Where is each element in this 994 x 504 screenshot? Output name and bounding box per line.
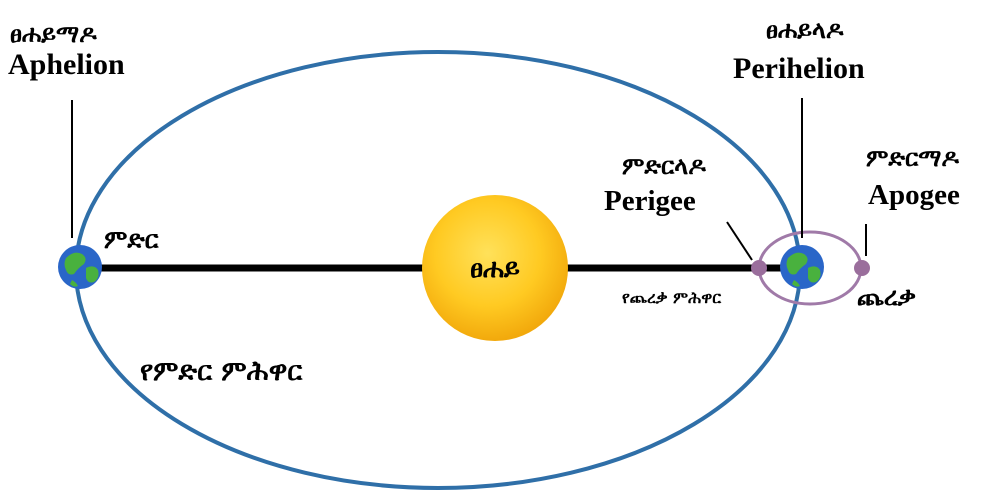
perigee-label-english: Perigee — [604, 185, 696, 217]
apogee-label-geez: ምድርማዶ — [866, 144, 959, 172]
perigee-pointer-line — [726, 221, 753, 261]
sun-icon — [422, 195, 568, 341]
earth-globe-icon-right — [780, 245, 824, 289]
perigee-label-geez: ምድርላዶ — [622, 152, 706, 180]
perihelion-label-geez: ፀሐይላዶ — [766, 16, 844, 44]
perihelion-label-english: Perihelion — [733, 52, 865, 85]
moon-dot-icon-apogee — [854, 260, 870, 276]
aphelion-label-english: Aphelion — [8, 48, 125, 81]
apogee-label-english: Apogee — [868, 179, 960, 211]
earth-label: ምድር — [104, 225, 160, 254]
moon-label: ጨረቃ — [857, 282, 916, 311]
moon-orbit-label: የጨረቃ ምሕዋር — [622, 288, 722, 307]
moon-dot-icon-perigee — [751, 260, 767, 276]
aphelion-label-geez: ፀሐይማዶ — [10, 20, 97, 48]
earth-orbit-label: የምድር ምሕዋር — [140, 356, 303, 387]
earth-globe-icon-left — [58, 245, 102, 289]
sun-label: ፀሐይ — [470, 254, 520, 284]
